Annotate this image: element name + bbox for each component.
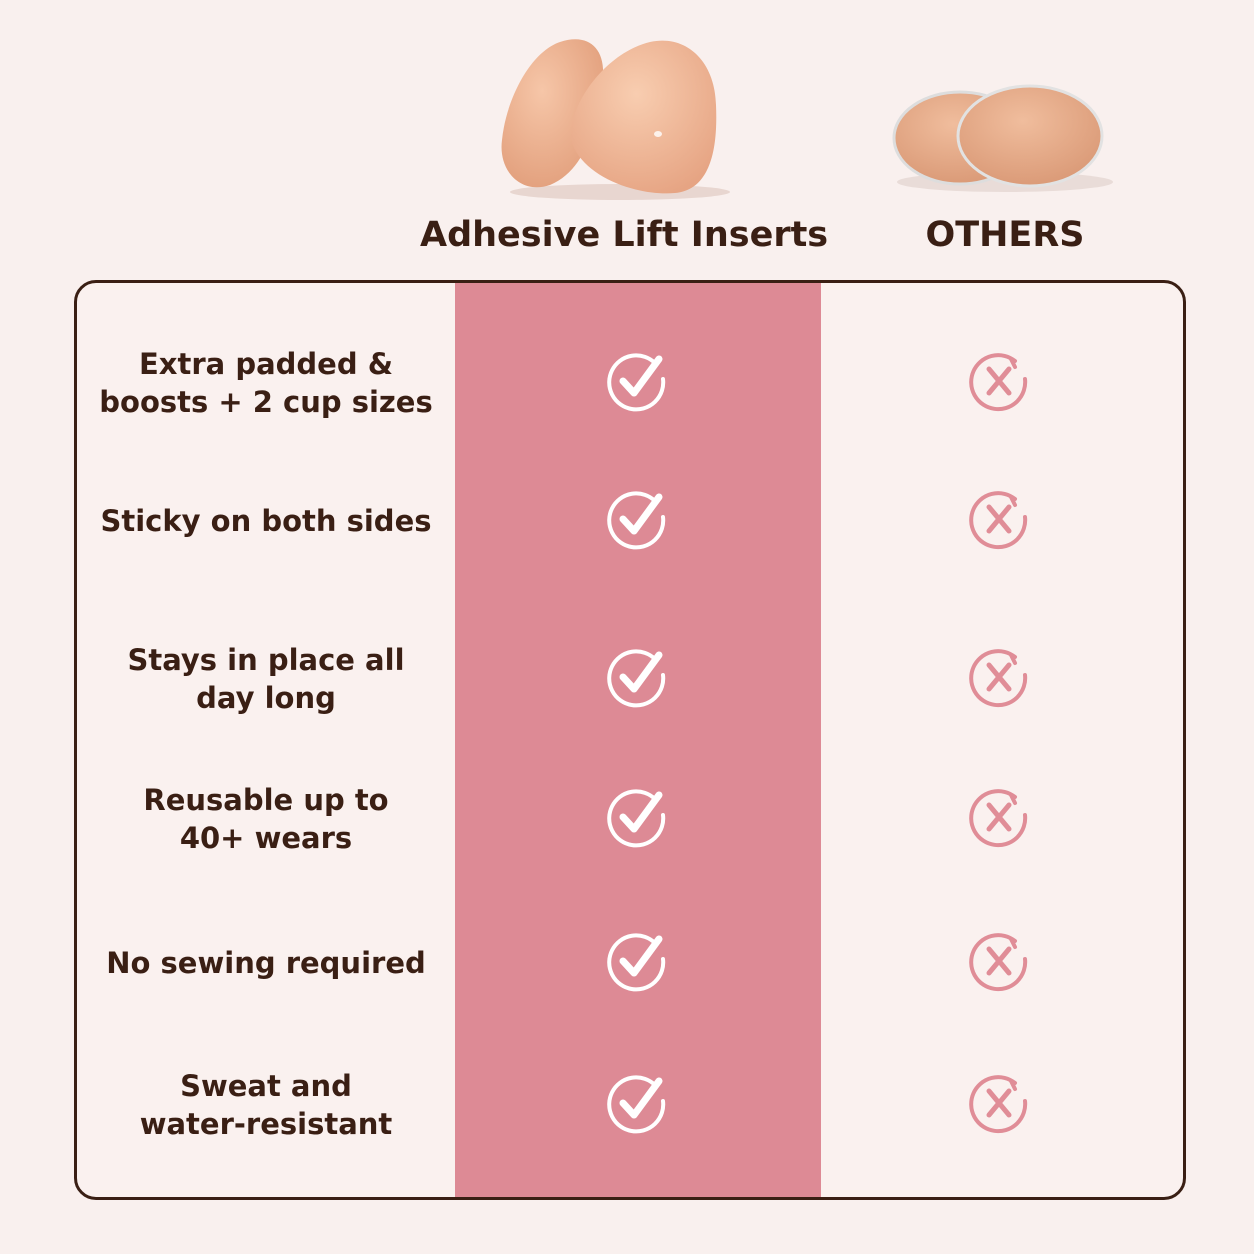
- check-icon: [605, 487, 669, 555]
- feature-label: No sewing required: [77, 944, 455, 982]
- feature-label: Sweat and water-resistant: [77, 1067, 455, 1143]
- column-header-others: OTHERS: [925, 215, 1085, 255]
- feature-label-line: Sticky on both sides: [100, 504, 432, 538]
- feature-label-line: Sweat and: [180, 1069, 352, 1103]
- feature-label: Reusable up to 40+ wears: [77, 781, 455, 857]
- column-header-product: Adhesive Lift Inserts: [420, 215, 829, 255]
- cross-icon: [967, 645, 1031, 713]
- cross-icon: [967, 487, 1031, 555]
- check-icon: [605, 929, 669, 997]
- check-icon: [605, 645, 669, 713]
- cross-icon: [967, 349, 1031, 417]
- feature-label: Stays in place all day long: [77, 641, 455, 717]
- feature-label-line: No sewing required: [106, 946, 426, 980]
- cross-icon: [967, 1071, 1031, 1139]
- feature-label-line: boosts + 2 cup sizes: [99, 385, 433, 419]
- adhesive-lift-inserts-image: [501, 39, 730, 200]
- feature-label-line: Extra padded &: [138, 347, 393, 381]
- check-icon: [605, 785, 669, 853]
- check-icon: [605, 1071, 669, 1139]
- cross-icon: [967, 929, 1031, 997]
- cross-icon: [967, 785, 1031, 853]
- feature-label: Sticky on both sides: [77, 502, 455, 540]
- feature-label-line: Stays in place all: [127, 643, 405, 677]
- feature-label-line: day long: [196, 681, 336, 715]
- check-icon: [605, 349, 669, 417]
- others-product-image: [892, 84, 1113, 192]
- feature-label-line: Reusable up to: [143, 783, 389, 817]
- feature-label-line: 40+ wears: [179, 821, 353, 855]
- feature-label-line: water-resistant: [139, 1107, 393, 1141]
- feature-label: Extra padded & boosts + 2 cup sizes: [77, 345, 455, 421]
- product-column-highlight: [455, 283, 821, 1197]
